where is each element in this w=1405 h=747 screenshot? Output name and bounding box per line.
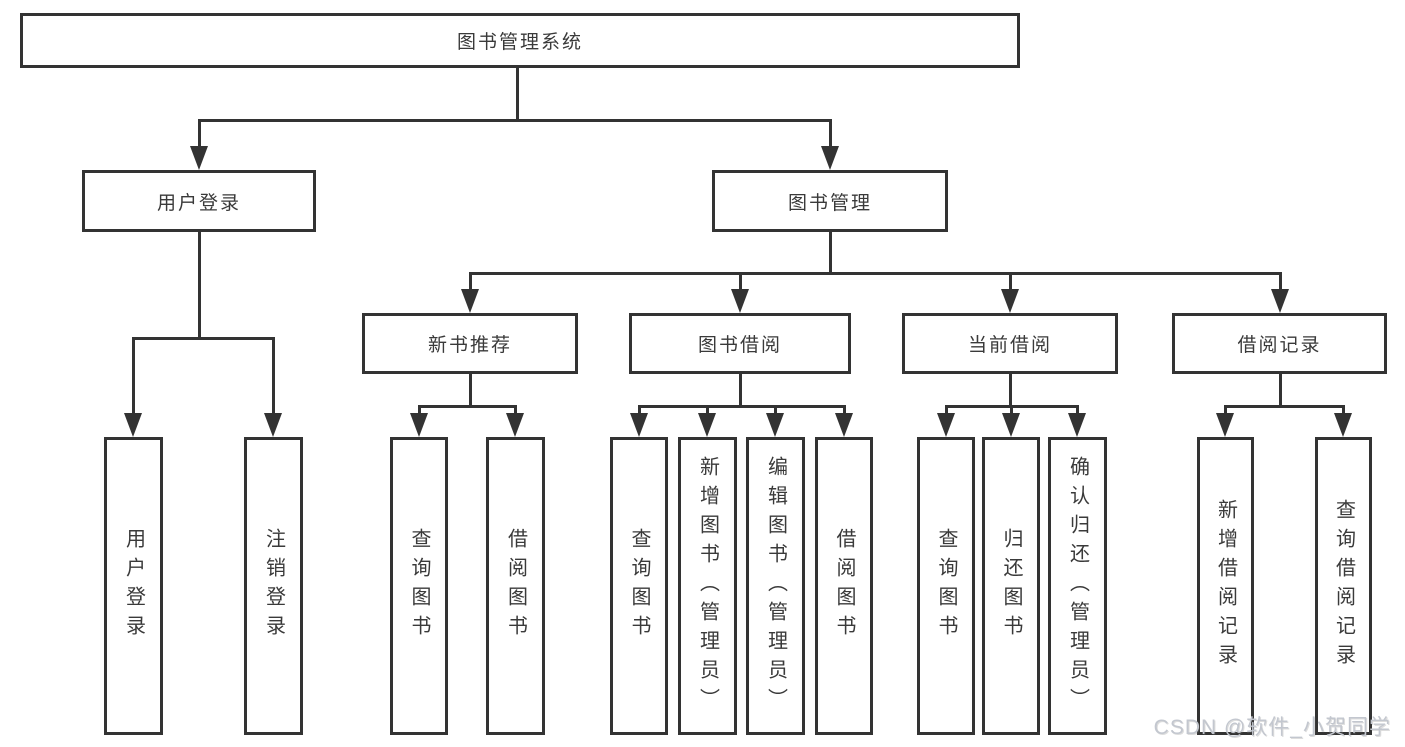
connector-line bbox=[829, 119, 832, 146]
node-leaf-borrow-book: 借阅图书 bbox=[815, 437, 873, 735]
node-book-borrowing: 图书借阅 bbox=[629, 313, 851, 374]
arrow-down-icon bbox=[630, 413, 648, 437]
node-new-book-recommend: 新书推荐 bbox=[362, 313, 578, 374]
connector-line bbox=[739, 374, 742, 405]
connector-line bbox=[1224, 405, 1345, 408]
connector-line bbox=[774, 405, 777, 413]
node-label: 查询图书 bbox=[935, 528, 957, 644]
connector-line bbox=[469, 272, 1282, 275]
node-label: 图书借阅 bbox=[697, 335, 782, 356]
connector-line bbox=[1279, 374, 1282, 405]
node-label: 借阅记录 bbox=[1237, 335, 1322, 356]
connector-line bbox=[843, 405, 846, 413]
node-leaf-confirm-return-admin: 确认归还（管理员） bbox=[1048, 437, 1107, 735]
connector-line bbox=[514, 405, 517, 413]
node-label: 当前借阅 bbox=[967, 335, 1052, 356]
connector-line bbox=[418, 405, 517, 408]
node-leaf-return-book: 归还图书 bbox=[982, 437, 1040, 735]
connector-line bbox=[132, 337, 135, 413]
watermark: CSDN @软件_小贺同学 bbox=[1153, 716, 1391, 739]
node-label: 图书管理 bbox=[787, 192, 872, 214]
connector-line bbox=[1076, 405, 1079, 413]
arrow-down-icon bbox=[1334, 413, 1352, 437]
connector-line bbox=[132, 337, 275, 340]
connector-line bbox=[198, 232, 201, 337]
node-leaf-query-book-recommend: 查询图书 bbox=[390, 437, 448, 735]
node-label: 借阅图书 bbox=[504, 528, 527, 644]
connector-line bbox=[469, 374, 472, 405]
arrow-down-icon bbox=[835, 413, 853, 437]
node-label: 新增图书（管理员） bbox=[696, 455, 719, 717]
arrow-down-icon bbox=[731, 289, 749, 313]
node-library-system: 图书管理系统 bbox=[20, 13, 1020, 68]
connector-line bbox=[418, 405, 421, 413]
node-label: 归还图书 bbox=[1000, 528, 1022, 644]
arrow-down-icon bbox=[821, 146, 839, 170]
connector-line bbox=[469, 272, 472, 289]
arrow-down-icon bbox=[937, 413, 955, 437]
connector-line bbox=[829, 232, 832, 272]
arrow-down-icon bbox=[766, 413, 784, 437]
arrow-down-icon bbox=[124, 413, 142, 437]
node-leaf-edit-book-admin: 编辑图书（管理员） bbox=[746, 437, 805, 735]
connector-line bbox=[272, 337, 275, 413]
connector-line bbox=[739, 272, 742, 289]
node-leaf-add-book-admin: 新增图书（管理员） bbox=[678, 437, 737, 735]
node-label: 用户登录 bbox=[122, 528, 145, 644]
arrow-down-icon bbox=[461, 289, 479, 313]
node-leaf-borrow-book-recommend: 借阅图书 bbox=[486, 437, 545, 735]
node-label: 编辑图书（管理员） bbox=[764, 455, 787, 717]
connector-line bbox=[945, 405, 948, 413]
arrow-down-icon bbox=[698, 413, 716, 437]
node-leaf-query-borrow-record: 查询借阅记录 bbox=[1315, 437, 1372, 735]
connector-line bbox=[1224, 405, 1227, 413]
arrow-down-icon bbox=[1271, 289, 1289, 313]
arrow-down-icon bbox=[264, 413, 282, 437]
connector-line bbox=[1342, 405, 1345, 413]
connector-line bbox=[638, 405, 641, 413]
connector-line bbox=[1009, 272, 1012, 289]
arrow-down-icon bbox=[1001, 289, 1019, 313]
connector-line bbox=[1279, 272, 1282, 289]
node-label: 查询图书 bbox=[628, 528, 650, 644]
arrow-down-icon bbox=[410, 413, 428, 437]
node-user-login: 用户登录 bbox=[82, 170, 316, 232]
connector-line bbox=[198, 119, 832, 122]
node-current-borrowing: 当前借阅 bbox=[902, 313, 1118, 374]
connector-line bbox=[198, 119, 201, 146]
node-label: 借阅图书 bbox=[833, 528, 855, 644]
node-label: 确认归还（管理员） bbox=[1066, 455, 1089, 717]
arrow-down-icon bbox=[506, 413, 524, 437]
node-book-management: 图书管理 bbox=[712, 170, 948, 232]
connector-line bbox=[638, 405, 846, 408]
node-leaf-query-book-borrowing: 查询图书 bbox=[610, 437, 668, 735]
arrow-down-icon bbox=[1216, 413, 1234, 437]
node-label: 图书管理系统 bbox=[456, 32, 583, 53]
connector-line bbox=[706, 405, 709, 413]
arrow-down-icon bbox=[190, 146, 208, 170]
node-leaf-query-book-current: 查询图书 bbox=[917, 437, 975, 735]
node-leaf-user-login: 用户登录 bbox=[104, 437, 163, 735]
node-leaf-logout: 注销登录 bbox=[244, 437, 303, 735]
node-label: 查询图书 bbox=[408, 528, 430, 644]
arrow-down-icon bbox=[1068, 413, 1086, 437]
node-label: 注销登录 bbox=[262, 528, 285, 644]
node-label: 新增借阅记录 bbox=[1214, 499, 1237, 673]
node-borrowing-records: 借阅记录 bbox=[1172, 313, 1387, 374]
node-label: 查询借阅记录 bbox=[1332, 499, 1355, 673]
node-label: 用户登录 bbox=[156, 192, 241, 214]
connector-line bbox=[1010, 405, 1013, 413]
node-label: 新书推荐 bbox=[427, 335, 512, 356]
connector-line bbox=[1009, 374, 1012, 405]
node-leaf-add-borrow-record: 新增借阅记录 bbox=[1197, 437, 1254, 735]
arrow-down-icon bbox=[1002, 413, 1020, 437]
connector-line bbox=[516, 68, 519, 119]
